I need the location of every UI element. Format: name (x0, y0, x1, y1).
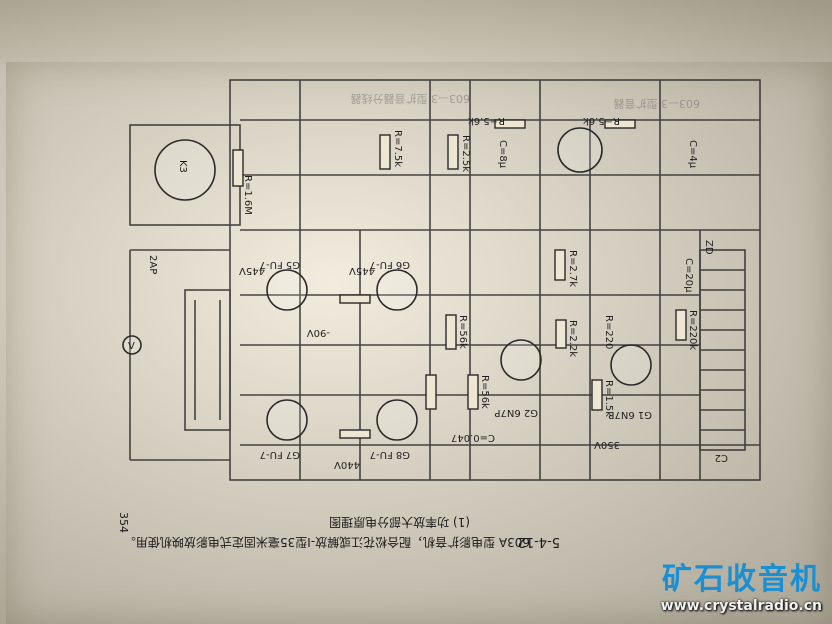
caption-number: 5-4-12 (518, 534, 560, 549)
label-r16m: R=1.6M (242, 175, 253, 215)
label-v350: 350V (594, 439, 620, 450)
label-r56k-c: R=56k (479, 375, 490, 409)
label-tube-g8: G8 FU-7 (370, 449, 410, 460)
label-tube-g5: G5 FU-7 (260, 259, 300, 270)
watermark-url: www.crystalradio.cn (660, 598, 822, 614)
label-tube-g2: G2 6N7P (494, 407, 538, 418)
label-tube-g1: G1 6N7P (608, 409, 652, 420)
label-tube-g6: G6 FU-7 (370, 259, 410, 270)
label-r75k: R=7.5k (392, 130, 403, 167)
label-r56k-a: R=5.6k (468, 115, 505, 126)
label-r27k: R=2.7k (567, 250, 578, 287)
label-r220k: R=220k (687, 310, 698, 350)
label-v440: 440V (334, 459, 360, 470)
label-c8-a: C=8μ (497, 140, 508, 169)
ghost-label-mid: 603—3 型扩音器分线器 (351, 92, 471, 106)
meter (122, 335, 142, 355)
label-c0047: C=0.047 (451, 432, 495, 443)
tube-g8 (376, 399, 418, 441)
tube-g6 (376, 269, 418, 311)
selector-switch (154, 139, 216, 201)
label-2ap: 2AP (147, 255, 158, 274)
label-r56k-b: R=5.6k (583, 115, 620, 126)
label-r15k: R=1.5k (603, 380, 614, 417)
label-tube-g7: G7 FU-7 (260, 449, 300, 460)
label-r56k-d: R=56k (457, 315, 468, 349)
label-zd: ZD (703, 240, 714, 255)
tube-g5 (266, 269, 308, 311)
caption-sub: (1) 功率放大部分电原理图 (329, 515, 470, 530)
page-number: 354 (117, 512, 130, 533)
book-edge (0, 0, 832, 64)
tube-g1 (610, 344, 652, 386)
watermark-title: 矿石收音机 (662, 562, 822, 597)
label-r25k: R=2.5k (460, 135, 471, 172)
label-v445-b: 445V (349, 265, 375, 276)
label-c4: C=4μ (687, 140, 698, 169)
caption-text: 603A 型电影扩音机，配合松花江或解放-I型35毫米固定式电影放映机使用。 (124, 535, 530, 550)
watermark: 矿石收音机 www.crystalradio.cn (661, 554, 822, 614)
ghost-label-top: 603—3 型扩音器 (614, 97, 701, 111)
label-v: V (128, 341, 135, 352)
tube-g7 (266, 399, 308, 441)
label-v445-a: 445V (239, 265, 265, 276)
label-c2: C2 (715, 452, 728, 463)
label-r22k: R=2.2k (567, 320, 578, 357)
socket-right (557, 127, 603, 173)
label-v-90: -90V (307, 327, 330, 338)
book-page (6, 62, 832, 624)
tube-g2 (500, 339, 542, 381)
label-c20: C=20μ (683, 258, 694, 293)
label-k3: K3 (177, 160, 188, 173)
label-r220: R=220 (603, 315, 614, 349)
